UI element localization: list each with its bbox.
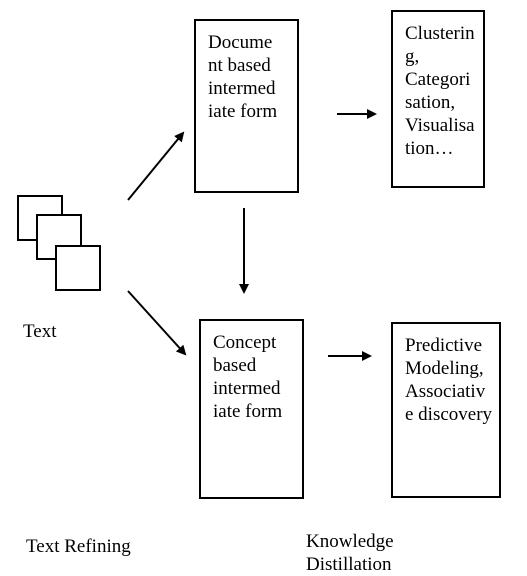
concept-based-form-label: Concept based intermed iate form [213, 332, 283, 422]
concept-based-form-box: Concept based intermed iate form [199, 319, 304, 499]
document-icon-front [55, 245, 101, 291]
document-based-form-label: Docume nt based intermed iate form [208, 32, 278, 122]
knowledge-distillation-label: Knowledge Distillation [306, 531, 394, 575]
predictive-modeling-label: Predictive Modeling, Associativ e discov… [405, 335, 493, 425]
text-refining-label: Text Refining [26, 536, 131, 557]
text-label: Text [23, 321, 57, 342]
arrow-text-to-concept-form [127, 290, 187, 356]
clustering-box: Clusterin g, Categori sation, Visualisa … [391, 10, 485, 188]
predictive-modeling-box: Predictive Modeling, Associativ e discov… [391, 322, 501, 498]
arrow-text-to-document-form [127, 131, 185, 201]
document-based-form-box: Docume nt based intermed iate form [194, 19, 299, 193]
clustering-label: Clusterin g, Categori sation, Visualisa … [405, 23, 475, 159]
